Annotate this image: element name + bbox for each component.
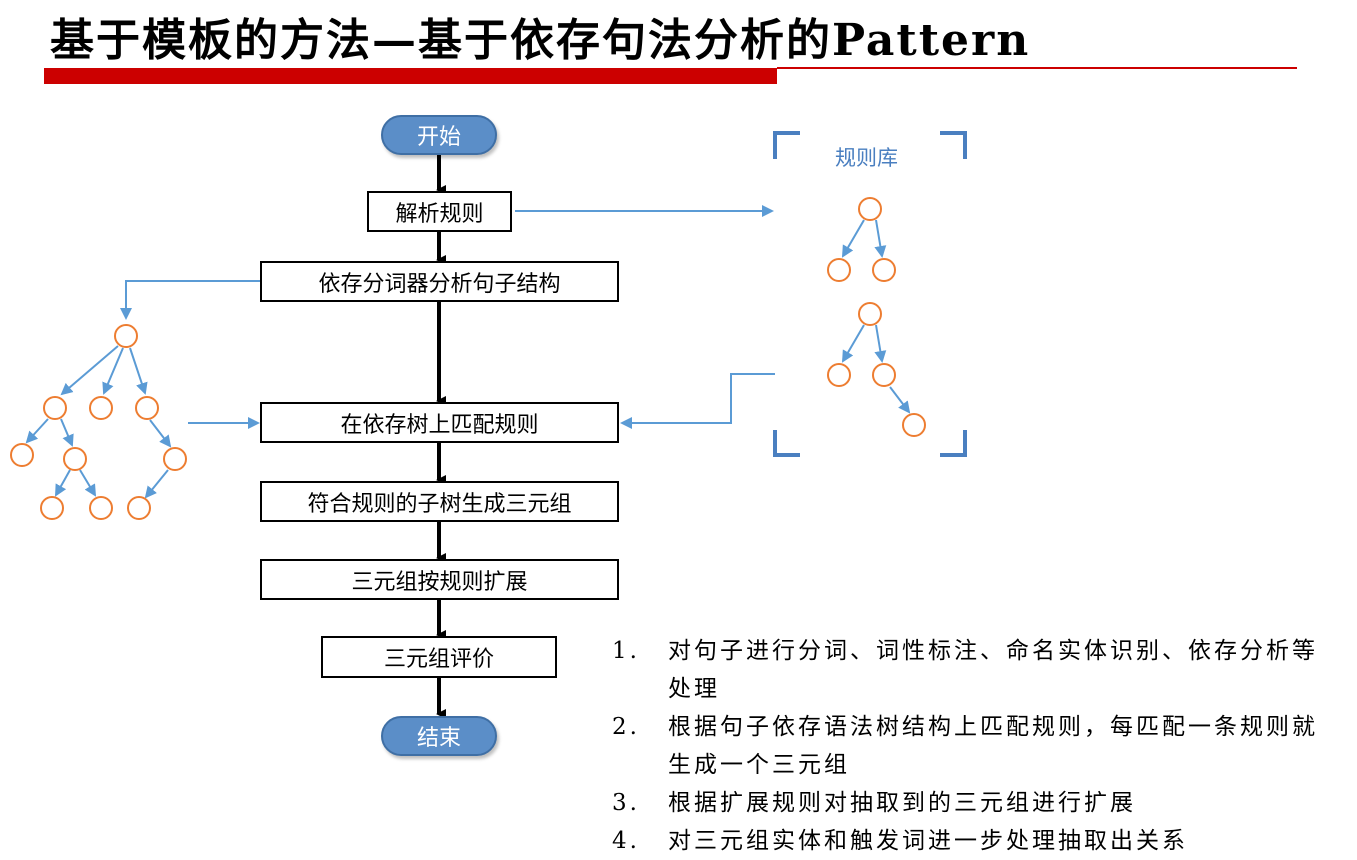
end-terminal: 结束 <box>381 716 497 756</box>
match-rules-step: 在依存树上匹配规则 <box>260 402 619 443</box>
expand-triple-step: 三元组按规则扩展 <box>260 559 619 600</box>
note-text: 根据句子依存语法树结构上匹配规则，每匹配一条规则就生成一个三元组 <box>668 714 1318 778</box>
note-item: 2. 根据句子依存语法树结构上匹配规则，每匹配一条规则就生成一个三元组 <box>612 708 1333 784</box>
dependency-tree-nodes <box>10 324 187 520</box>
rule-library-brackets <box>773 131 967 457</box>
note-item: 4. 对三元组实体和触发词进一步处理抽取出关系 <box>612 822 1333 860</box>
note-number: 2. <box>612 714 640 740</box>
subtree-triple-step: 符合规则的子树生成三元组 <box>260 481 619 522</box>
page-title: 基于模板的方法—基于依存句法分析的Pattern <box>50 15 1031 66</box>
rule-tree-1-nodes <box>827 197 896 282</box>
note-number: 3. <box>612 790 640 816</box>
note-item: 3. 根据扩展规则对抽取到的三元组进行扩展 <box>612 784 1333 822</box>
note-item: 1. 对句子进行分词、词性标注、命名实体识别、依存分析等处理 <box>612 632 1333 708</box>
note-text: 根据扩展规则对抽取到的三元组进行扩展 <box>668 790 1136 816</box>
note-number: 1. <box>612 638 640 664</box>
rule-library-label: 规则库 <box>835 146 898 170</box>
arrow-dep-to-tree <box>120 280 260 320</box>
rule-tree-2 <box>841 324 911 414</box>
note-text: 对句子进行分词、词性标注、命名实体识别、依存分析等处理 <box>668 638 1318 702</box>
parse-rules-step: 解析规则 <box>367 191 512 232</box>
title-underline-thick <box>44 68 777 84</box>
start-terminal: 开始 <box>381 115 497 155</box>
evaluate-triple-step: 三元组评价 <box>321 636 557 678</box>
rule-tree-2-nodes <box>827 302 926 437</box>
note-number: 4. <box>612 828 640 854</box>
blue-connectors <box>120 205 775 429</box>
arrow-library-to-match <box>620 373 775 429</box>
note-text: 对三元组实体和触发词进一步处理抽取出关系 <box>668 828 1188 854</box>
notes-list: 1. 对句子进行分词、词性标注、命名实体识别、依存分析等处理 2. 根据句子依存… <box>612 632 1333 860</box>
dependency-parse-step: 依存分词器分析句子结构 <box>260 261 619 302</box>
rule-tree-1 <box>841 219 887 258</box>
title-underline-thin <box>777 67 1297 69</box>
dependency-tree-edges <box>25 345 172 499</box>
